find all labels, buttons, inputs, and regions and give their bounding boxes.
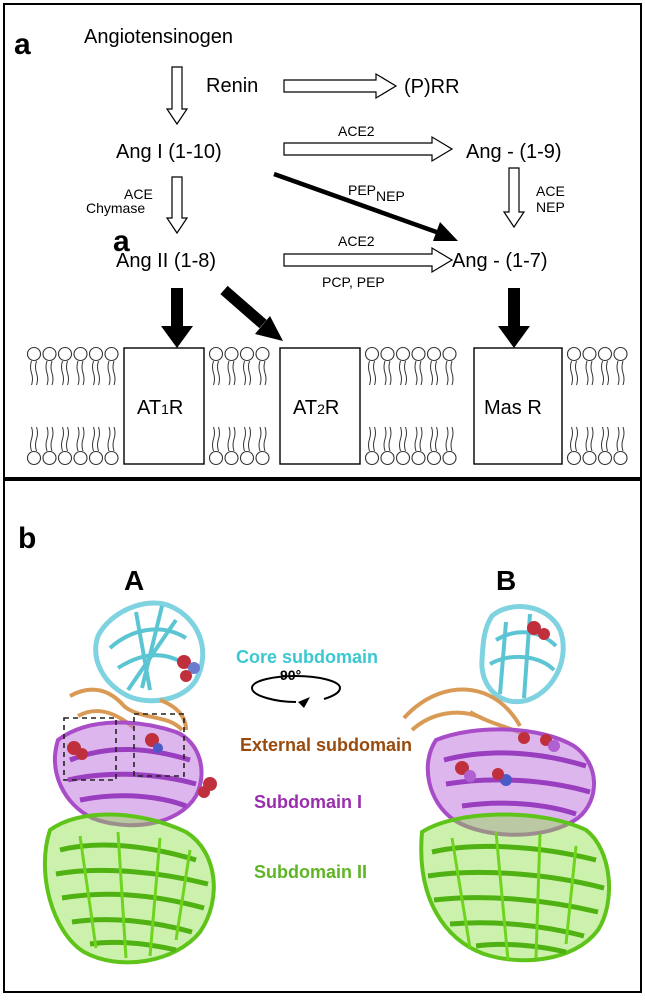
core-subdomain-label: Core subdomain (236, 647, 378, 667)
ace-right-label: ACE (536, 183, 565, 199)
arrow-ang19-to-ang17 (502, 167, 526, 229)
arrow-ang1-to-ang2 (165, 176, 189, 235)
angiotensinogen-label: Angiotensinogen (84, 26, 233, 48)
chymase-label: Chymase (86, 200, 145, 216)
ang1-label: Ang I (1-10) (116, 141, 222, 163)
ang2-label: Ang II (1-8) (116, 250, 216, 272)
rotation-icon (251, 674, 341, 708)
subdomain-2-label: Subdomain II (254, 862, 367, 882)
arrow-ang1-to-ang17-head (433, 222, 458, 241)
at1r-box (123, 347, 205, 465)
arrow-ang1-to-ang17 (273, 171, 443, 237)
pcp-pep-label: PCP, PEP (322, 274, 385, 290)
arrow-renin-to-prr (283, 72, 398, 100)
protein-structure-a (42, 600, 217, 965)
ace2-bottom-label: ACE2 (338, 233, 375, 249)
arrow-ang1-to-ang19 (283, 135, 454, 163)
renin-label: Renin (206, 75, 258, 97)
arrow-ang2-to-ang17 (283, 246, 454, 274)
at2r-label: AT2R (293, 397, 339, 419)
arrow-ang17-to-masr (498, 288, 530, 348)
arrow-ang2-to-at1r (161, 288, 193, 348)
external-subdomain-label: External subdomain (240, 735, 412, 755)
panel-b-letter: b (18, 522, 36, 555)
ace-left-label: ACE (124, 186, 153, 202)
subdomain-1-label: Subdomain I (254, 792, 362, 812)
nep-right-label: NEP (536, 199, 565, 215)
view-b-label: B (496, 565, 516, 596)
arrow-ang2-to-at2r (220, 285, 267, 329)
arrow-ang2-to-at2r-head (255, 316, 283, 341)
ang19-label: Ang - (1-9) (466, 141, 562, 163)
prr-label: (P)RR (404, 76, 460, 98)
masr-label: Mas R (484, 397, 542, 419)
masr-box (473, 347, 563, 465)
at1r-label: AT1R (137, 397, 183, 419)
protein-structure-b (402, 604, 611, 963)
panel-a-letter: a (14, 28, 31, 61)
at2r-box (279, 347, 361, 465)
ang17-label: Ang - (1-7) (452, 250, 548, 272)
panel-a-overlay-letter: a (113, 225, 130, 258)
rotation-angle-label: 90° (280, 667, 301, 683)
view-a-label: A (124, 565, 144, 596)
ace2-top-label: ACE2 (338, 123, 375, 139)
pep-nep-label: PEPNEP (348, 182, 405, 204)
arrow-angiotensinogen-to-ang1 (165, 66, 189, 126)
